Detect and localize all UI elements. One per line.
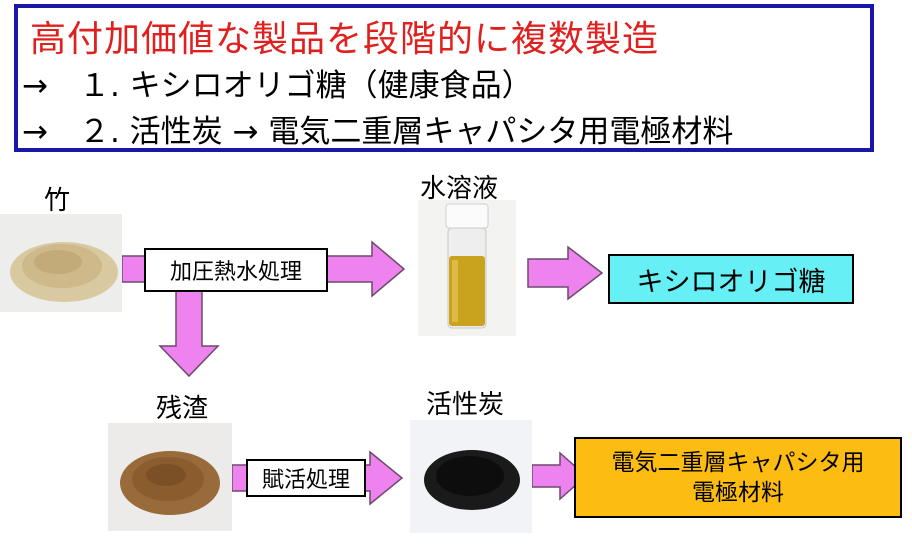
residue-powder-image (108, 423, 232, 531)
edlc-line-1: 電気二重層キャパシタ用 (611, 449, 865, 476)
arrow-solution-to-xylo (527, 245, 604, 301)
aqueous-solution-vial-image (418, 200, 516, 336)
activation-process: 賦活処理 (246, 459, 366, 497)
aqueous-solution-label: 水溶液 (420, 174, 499, 204)
summary-box: 高付加価値な製品を段階的に複数製造 → １. キシロオリゴ糖（健康食品） → ２… (14, 4, 874, 152)
bamboo-powder-image (0, 214, 122, 312)
xylooligosaccharide-product: キシロオリゴ糖 (608, 254, 854, 304)
bamboo-label: 竹 (44, 186, 71, 216)
arrow-carbon-to-edlc (531, 451, 588, 501)
residue-label: 残渣 (156, 394, 209, 424)
edlc-electrode-product: 電気二重層キャパシタ用 電極材料 (574, 437, 902, 518)
activated-carbon-label: 活性炭 (426, 390, 505, 420)
arrow-down-to-residue (158, 286, 220, 378)
pressurized-hot-water-process: 加圧熱水処理 (144, 248, 328, 292)
activated-carbon-image (410, 420, 532, 533)
edlc-line-2: 電極材料 (692, 479, 784, 506)
summary-line-2: → ２. 活性炭 → 電気二重層キャパシタ用電極材料 (22, 114, 734, 150)
summary-title: 高付加価値な製品を段階的に複数製造 (30, 19, 660, 60)
summary-line-1: → １. キシロオリゴ糖（健康食品） (22, 68, 533, 104)
